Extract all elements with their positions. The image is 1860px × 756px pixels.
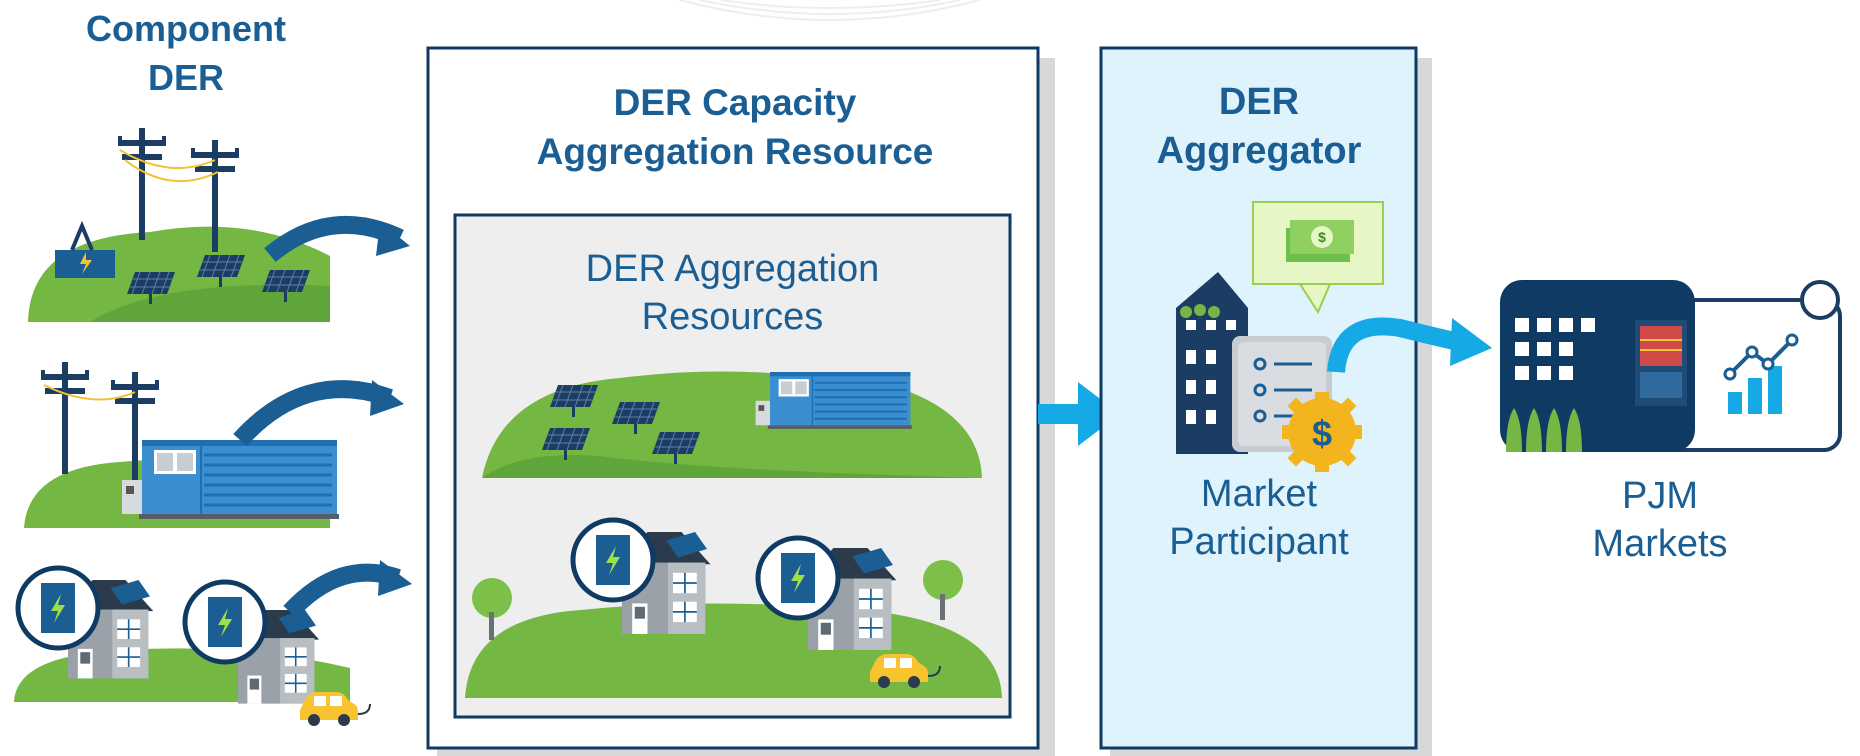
capacity-resource-title-line1: DER Capacity [613, 82, 857, 123]
market-participant-illustration: $ $ [1176, 201, 1384, 472]
component-der-title-line2: DER [147, 57, 224, 98]
der-aggregator-title-line1: DER [1218, 81, 1300, 123]
pjm-markets-label-line2: Markets [1592, 523, 1728, 565]
component-storage-arrow [233, 380, 393, 447]
pjm-markets-label-line1: PJM [1622, 475, 1698, 517]
der-aggregator-title-line2: Aggregator [1156, 130, 1362, 172]
capacity-resource-title-line2: Aggregation Resource [536, 131, 934, 172]
aggregation-resources-title: DER Aggregation Resources [460, 245, 1005, 341]
pjm-markets-label: PJM Markets [1560, 472, 1760, 568]
svg-text:$: $ [1318, 229, 1326, 245]
market-participant-label-line2: Participant [1169, 521, 1349, 563]
aggregation-solar-storage-scene [482, 370, 982, 478]
component-residential-scene [14, 568, 371, 727]
market-participant-label-line1: Market [1200, 473, 1318, 515]
component-der-title: Component DER [40, 4, 332, 102]
svg-text:$: $ [1312, 413, 1332, 454]
der-aggregator-title: DER Aggregator [1105, 78, 1413, 176]
aggregation-resources-title-line2: Resources [641, 296, 824, 338]
market-participant-label: Market Participant [1105, 470, 1413, 566]
component-der-title-line1: Component [86, 8, 286, 49]
pjm-control-room-illustration [1500, 280, 1842, 452]
component-solar-scene [28, 128, 330, 322]
component-storage-arrowhead [370, 380, 404, 416]
component-solar-arrowhead [376, 222, 410, 256]
aggregator-to-pjm-arrowhead [1450, 318, 1492, 366]
center-flow-arrow [1038, 382, 1120, 446]
aggregation-resources-title-line1: DER Aggregation [585, 248, 880, 290]
aggregator-to-pjm-arrow [1327, 317, 1470, 374]
capacity-resource-title: DER Capacity Aggregation Resource [440, 78, 1030, 176]
component-storage-scene [24, 362, 341, 528]
component-residential-arrowhead [378, 560, 412, 596]
aggregation-residential-scene [465, 520, 1002, 698]
background-arcs [679, 0, 981, 21]
